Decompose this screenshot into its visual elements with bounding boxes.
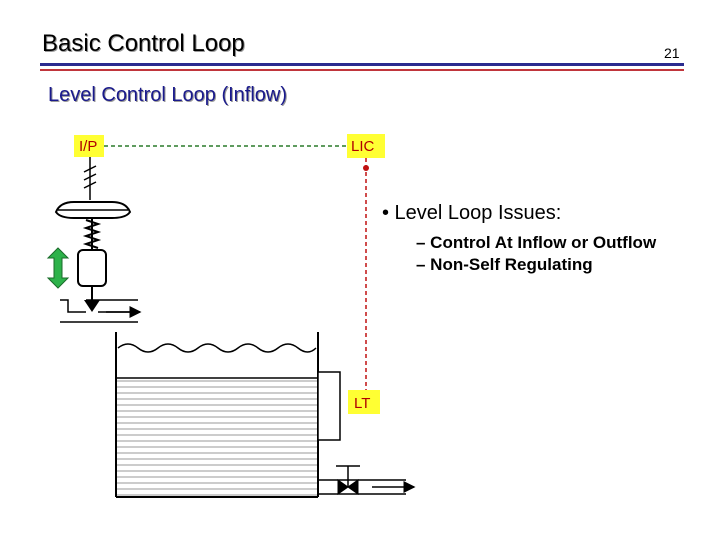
lic-tag-label: LIC bbox=[351, 138, 375, 155]
inflow-pipe-upper bbox=[60, 299, 86, 313]
pneumatic-hash-1 bbox=[83, 165, 97, 173]
lic-signal-dot bbox=[363, 165, 369, 171]
header-rule-blue bbox=[40, 63, 684, 66]
slide-title: Basic Control Loop bbox=[42, 30, 245, 57]
header-rule-red bbox=[40, 69, 684, 71]
lt-tag-box[interactable] bbox=[348, 390, 380, 414]
bullet-list: • Level Loop Issues: – Control At Inflow… bbox=[382, 202, 656, 275]
slide-subtitle: Level Control Loop (Inflow) bbox=[48, 84, 288, 106]
control-valve[interactable] bbox=[54, 201, 132, 312]
lt-tag-label: LT bbox=[354, 395, 370, 412]
bullet-sub-1: – Control At Inflow or Outflow bbox=[416, 233, 657, 252]
tank-liquid bbox=[117, 378, 317, 496]
valve-movement-arrow bbox=[46, 247, 70, 289]
valve-body bbox=[77, 249, 107, 287]
liquid-surface bbox=[117, 343, 317, 353]
ip-tag-box[interactable] bbox=[74, 135, 104, 157]
valve-plug bbox=[84, 300, 100, 312]
slide-number: 21 bbox=[664, 45, 680, 61]
bullet-sub-2: – Non-Self Regulating bbox=[416, 255, 593, 274]
bullet-main: • Level Loop Issues: bbox=[382, 202, 562, 224]
pneumatic-hash-2 bbox=[83, 173, 97, 181]
tank bbox=[115, 332, 319, 498]
level-transmitter-body bbox=[317, 371, 341, 441]
pneumatic-hash-3 bbox=[83, 181, 97, 189]
ip-tag-label: I/P bbox=[79, 138, 97, 155]
lic-tag-box[interactable] bbox=[347, 134, 385, 158]
